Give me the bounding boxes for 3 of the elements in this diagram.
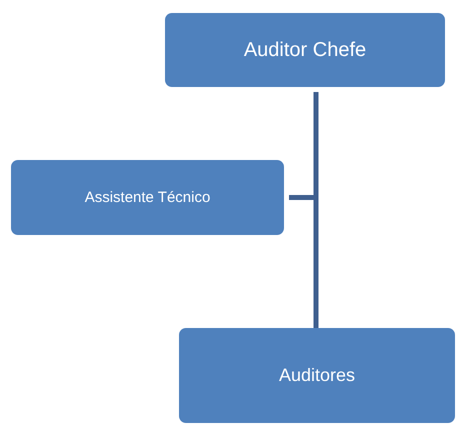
- org-box: Auditores: [179, 328, 455, 423]
- org-box: Auditor Chefe: [165, 13, 445, 87]
- org-box: Assistente Técnico: [11, 160, 284, 235]
